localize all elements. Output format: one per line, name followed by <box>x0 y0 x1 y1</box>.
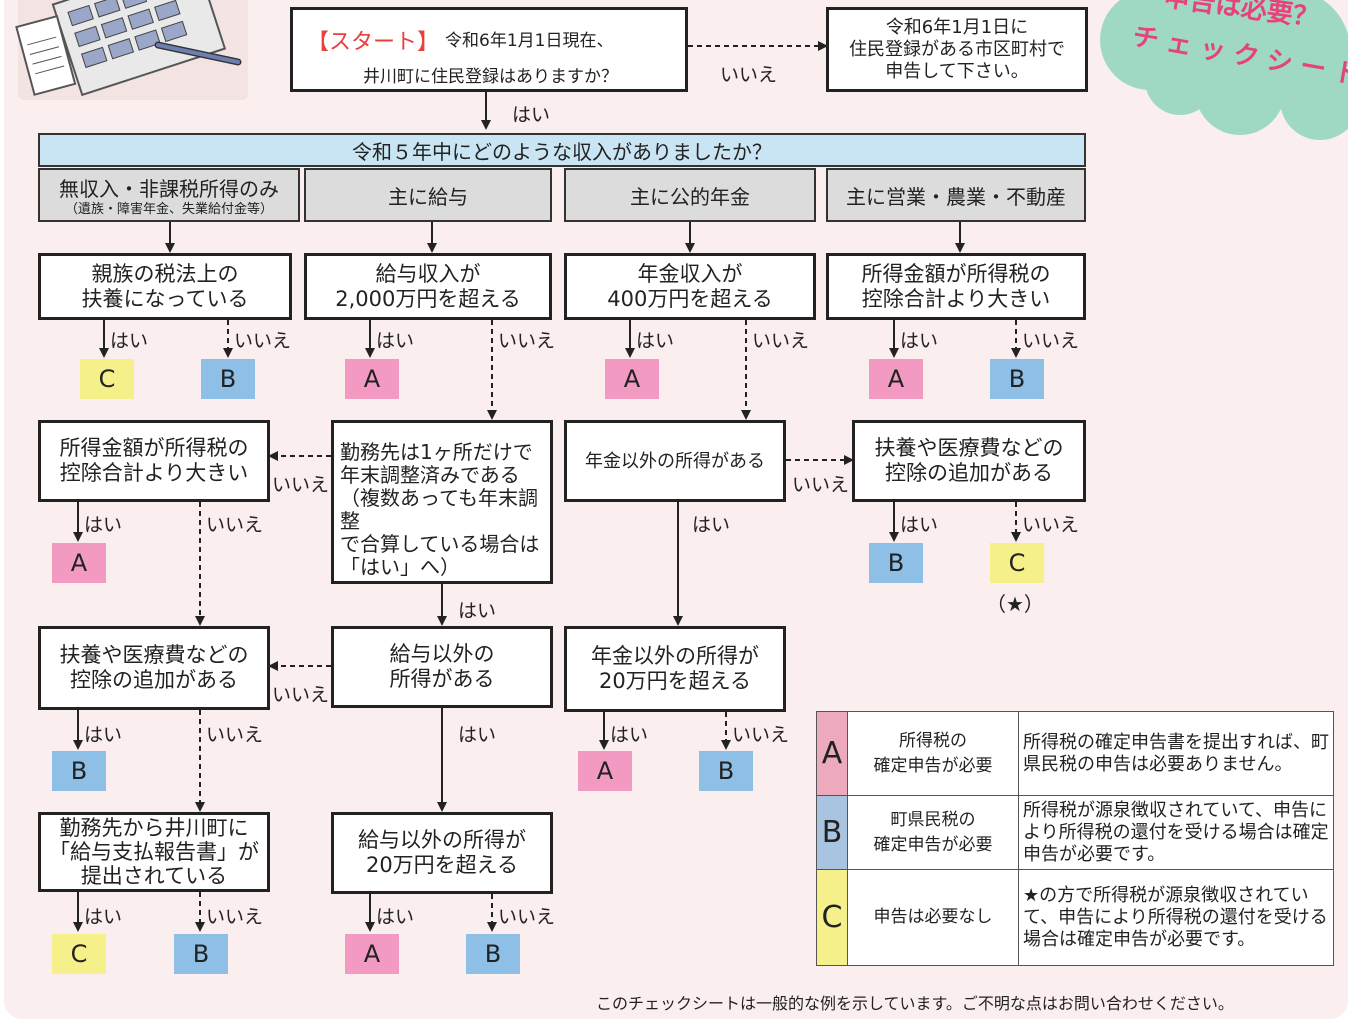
label-no: いいえ <box>792 474 850 496</box>
label-no: いいえ <box>1022 514 1080 536</box>
salary-over-box: 給与収入が 2,000万円を超える <box>304 253 552 320</box>
dependent-box: 親族の税法上の 扶養になっている <box>38 253 292 320</box>
label-yes: はい <box>84 724 123 746</box>
category-label: 無収入・非課税所得のみ <box>59 177 279 201</box>
label-yes: はい <box>512 104 551 126</box>
result-badge-c: C <box>80 359 134 399</box>
calculator-illustration <box>15 0 248 100</box>
income-left-box: 所得金額が所得税の 控除合計より大きい <box>38 420 270 502</box>
label-no: いいえ <box>272 474 330 496</box>
label-yes: はい <box>84 906 123 928</box>
start-line1: 令和6年1月1日現在、 <box>445 31 614 51</box>
legend-name: 申告は必要なし <box>847 869 1019 966</box>
result-badge-b: B <box>869 543 923 583</box>
label-no: いいえ <box>498 906 556 928</box>
result-badge-a: A <box>578 751 632 791</box>
start-tag: 【スタート】 <box>307 30 440 55</box>
label-no: いいえ <box>732 724 790 746</box>
legend-desc: ★の方で所得税が源泉徴収されていて、申告により所得税の還付を受ける場合は確定申告… <box>1018 869 1334 966</box>
main-question: 令和５年中にどのような収入がありましたか？ <box>38 133 1086 167</box>
label-yes: はい <box>458 600 497 622</box>
business-income-box: 所得金額が所得税の 控除合計より大きい <box>826 253 1086 320</box>
result-badge-a: A <box>345 934 399 974</box>
label-yes: はい <box>610 724 649 746</box>
start-box: 【スタート】 令和6年1月1日現在、 井川町に住民登録はありますか？ <box>290 7 688 92</box>
legend-letter: C <box>816 869 848 966</box>
label-yes: はい <box>900 330 939 352</box>
legend-row-a: A 所得税の 確定申告が必要 所得税の確定申告書を提出すれば、町県民税の申告は必… <box>816 711 1334 796</box>
other-than-pension-box: 年金以外の所得がある <box>564 420 786 502</box>
label-yes: はい <box>900 514 939 536</box>
legend-name: 町県民税の 確定申告が必要 <box>847 795 1019 870</box>
legend-letter: B <box>816 795 848 870</box>
label-no: いいえ <box>720 64 778 86</box>
result-badge-c: C <box>52 934 106 974</box>
label-no: いいえ <box>206 514 264 536</box>
label-no: いいえ <box>206 724 264 746</box>
label-yes: はい <box>376 906 415 928</box>
label-no: いいえ <box>234 330 292 352</box>
legend-row-b: B 町県民税の 確定申告が必要 所得税が源泉徴収されていて、申告により所得税の還… <box>816 795 1334 870</box>
result-badge-b: B <box>466 934 520 974</box>
one-employer-box: 勤務先は1ヶ所だけで 年末調整済みである （複数あっても年末調整 で合算している… <box>331 420 553 584</box>
salary-other-over-box: 給与以外の所得が 20万円を超える <box>331 812 553 894</box>
legend-name: 所得税の 確定申告が必要 <box>847 711 1019 796</box>
result-badge-a: A <box>605 359 659 399</box>
category-label: 主に営業・農業・不動産 <box>846 184 1066 209</box>
legend-letter: A <box>816 711 848 796</box>
result-badge-b: B <box>174 934 228 974</box>
pension-other-over-box: 年金以外の所得が 20万円を超える <box>564 626 786 712</box>
legend-row-c: C 申告は必要なし ★の方で所得税が源泉徴収されていて、申告により所得税の還付を… <box>816 869 1334 966</box>
category-label: 主に給与 <box>388 184 468 209</box>
category-salary: 主に給与 <box>304 168 552 222</box>
legend-table: A 所得税の 確定申告が必要 所得税の確定申告書を提出すれば、町県民税の申告は必… <box>816 711 1334 966</box>
pension-over-box: 年金収入が 400万円を超える <box>564 253 816 320</box>
label-yes: はい <box>84 514 123 536</box>
deduction-left-box: 扶養や医療費などの 控除の追加がある <box>38 626 270 710</box>
category-sub: （遺族・障害年金、失業給付金等） <box>64 202 273 217</box>
category-none: 無収入・非課税所得のみ （遺族・障害年金、失業給付金等） <box>38 168 300 222</box>
start-no-result-box: 令和6年1月1日に 住民登録がある市区町村で 申告して下さい。 <box>826 7 1088 92</box>
label-yes: はい <box>636 330 675 352</box>
deduction-right-box: 扶養や医療費などの 控除の追加がある <box>852 420 1086 502</box>
star-note: （★） <box>986 592 1044 616</box>
label-no: いいえ <box>1022 330 1080 352</box>
cloud-banner: 申告は必要？ チェックシート <box>1100 0 1348 140</box>
label-no: いいえ <box>752 330 810 352</box>
result-badge-a: A <box>52 543 106 583</box>
label-yes: はい <box>376 330 415 352</box>
label-no: いいえ <box>498 330 556 352</box>
result-badge-a: A <box>345 359 399 399</box>
label-no: いいえ <box>206 906 264 928</box>
result-badge-a: A <box>869 359 923 399</box>
result-badge-b: B <box>201 359 255 399</box>
legend-desc: 所得税が源泉徴収されていて、申告により所得税の還付を受ける場合は確定申告が必要で… <box>1018 795 1334 870</box>
other-than-salary-box: 給与以外の 所得がある <box>331 626 553 708</box>
start-line2: 井川町に住民登録はありますか？ <box>363 67 618 87</box>
label-yes: はい <box>110 330 149 352</box>
legend-desc: 所得税の確定申告書を提出すれば、町県民税の申告は必要ありません。 <box>1018 711 1334 796</box>
category-business: 主に営業・農業・不動産 <box>826 168 1086 222</box>
label-yes: はい <box>692 514 731 536</box>
category-label: 主に公的年金 <box>630 184 750 209</box>
result-badge-c: C <box>990 543 1044 583</box>
category-pension: 主に公的年金 <box>564 168 816 222</box>
result-badge-b: B <box>990 359 1044 399</box>
result-badge-b: B <box>52 751 106 791</box>
report-submitted-box: 勤務先から井川町に 「給与支払報告書」が 提出されている <box>38 812 270 892</box>
footer-note: このチェックシートは一般的な例を示しています。ご不明な点はお問い合わせください。 <box>596 994 1234 1013</box>
result-badge-b: B <box>699 751 753 791</box>
label-no: いいえ <box>272 684 330 706</box>
label-yes: はい <box>458 724 497 746</box>
